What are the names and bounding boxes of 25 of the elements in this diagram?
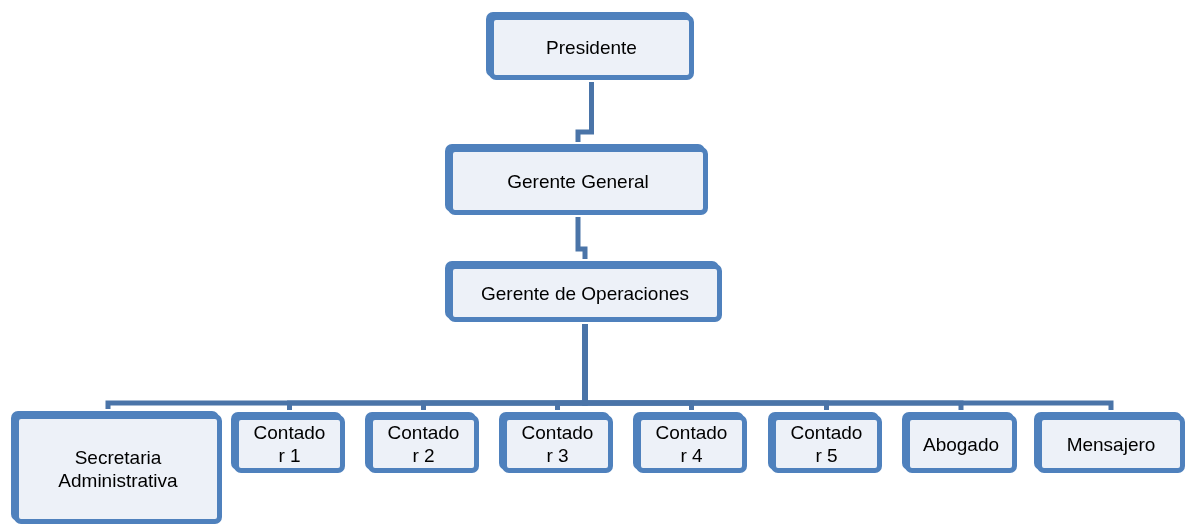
box-label: Abogado bbox=[922, 432, 1000, 456]
box-label: Secretaria Administrativa bbox=[57, 446, 179, 492]
box-label: Mensajero bbox=[1066, 432, 1156, 456]
connector-line bbox=[575, 82, 594, 142]
org-box bbox=[14, 414, 222, 524]
connector-line bbox=[582, 324, 1114, 410]
org-box bbox=[636, 415, 747, 473]
box-label: Contado r 5 bbox=[789, 421, 864, 467]
box-label: Contado r 3 bbox=[520, 421, 595, 467]
org-box bbox=[1037, 415, 1185, 473]
box-label: Contado r 2 bbox=[386, 421, 461, 467]
connector-line bbox=[575, 217, 588, 259]
org-box bbox=[368, 415, 479, 473]
org-box bbox=[448, 264, 722, 322]
box-label: Contado r 4 bbox=[654, 421, 729, 467]
org-box bbox=[502, 415, 613, 473]
box-label: Gerente General bbox=[507, 169, 649, 193]
box-label: Gerente de Operaciones bbox=[480, 281, 690, 305]
box-label: Contado r 1 bbox=[252, 421, 327, 467]
org-box bbox=[905, 415, 1017, 473]
org-box bbox=[234, 415, 345, 473]
box-label: Presidente bbox=[546, 36, 637, 59]
org-box bbox=[448, 147, 708, 215]
org-box bbox=[771, 415, 882, 473]
org-box bbox=[489, 15, 694, 80]
